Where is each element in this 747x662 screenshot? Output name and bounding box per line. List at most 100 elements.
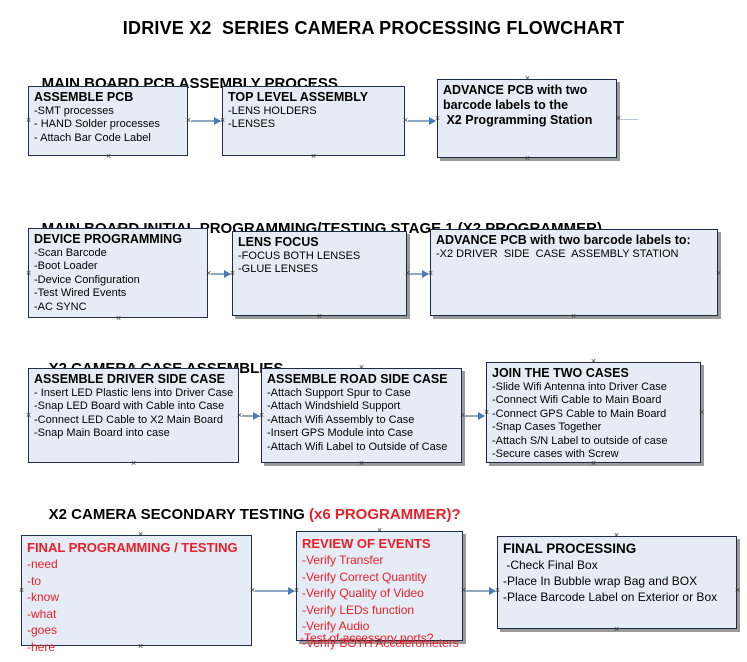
resize-handle-top[interactable]	[358, 364, 365, 371]
box-line: -Snap Main Board into case	[34, 427, 170, 440]
box-line: -Verify Correct Quantity	[302, 569, 427, 584]
connector-driver-side-to-road-side	[242, 412, 260, 420]
resize-handle-top[interactable]	[376, 527, 383, 534]
box-header: JOIN THE TWO CASES	[492, 366, 629, 380]
resize-handle-top[interactable]	[105, 82, 112, 89]
box-line: -Attach Support Spur to Case	[267, 387, 411, 399]
resize-handle-bottom[interactable]	[358, 460, 365, 467]
resize-handle-left[interactable]	[494, 587, 501, 594]
box-header: ASSEMBLE ROAD SIDE CASE	[267, 372, 448, 386]
section-heading-text: X2 CAMERA SECONDARY TESTING	[48, 506, 309, 523]
box-lens-focus[interactable]: LENS FOCUS -FOCUS BOTH LENSES -GLUE LENS…	[232, 231, 407, 316]
resize-handle-left[interactable]	[18, 587, 25, 594]
box-line: -need	[27, 557, 58, 571]
box-header: ASSEMBLE DRIVER SIDE CASE	[34, 372, 226, 386]
box-header: LENS FOCUS	[238, 235, 319, 249]
box-line: -Insert GPS Module into Case	[267, 427, 414, 440]
box-line: -X2 DRIVER SIDE CASE ASSEMBLY STATION	[436, 248, 679, 260]
box-join-the-two-cases[interactable]: JOIN THE TWO CASES -Slide Wifi Antenna i…	[486, 362, 701, 463]
box-line: -Snap LED Board with Cable into Case	[34, 400, 225, 413]
section-heading-x2-camera-secondary-testing: X2 CAMERA SECONDARY TESTING (x6 PROGRAMM…	[32, 489, 461, 540]
resize-handle-top[interactable]	[613, 532, 620, 539]
box-line: -here	[27, 639, 56, 654]
resize-handle-bottom[interactable]	[310, 153, 317, 160]
resize-handle-left[interactable]	[427, 270, 434, 277]
resize-handle-top[interactable]	[590, 358, 597, 365]
box-assemble-pcb[interactable]: ASSEMBLE PCB -SMT processes - HAND Solde…	[28, 86, 188, 156]
box-advance-pcb-to-x2-programming-station[interactable]: ADVANCE PCB with two barcode labels to t…	[437, 79, 617, 158]
box-header: DEVICE PROGRAMMING	[34, 232, 182, 246]
box-top-level-assembly[interactable]: TOP LEVEL ASSEMBLY -LENS HOLDERS -LENSES	[222, 86, 405, 156]
resize-handle-right[interactable]	[698, 409, 705, 416]
resize-handle-top[interactable]	[310, 82, 317, 89]
resize-handle-right[interactable]	[715, 270, 722, 277]
box-line: -Attach Wifi Label to Outside of Case	[267, 440, 448, 453]
box-line: -Connect Wifi Cable to Main Board	[492, 394, 662, 407]
connector-lens-focus-to-advance-pcb	[410, 270, 429, 278]
box-line: - HAND Solder processes	[34, 118, 160, 131]
connector-road-side-to-join-cases	[465, 412, 485, 420]
box-line: -Verify BOTH Accelerometers	[302, 635, 459, 650]
box-line: - Insert LED Plastic lens into Driver Ca…	[34, 387, 234, 399]
resize-handle-left[interactable]	[25, 270, 32, 277]
box-line: -LENSES	[228, 118, 276, 131]
resize-handle-right[interactable]	[734, 587, 741, 594]
resize-handle-bottom[interactable]	[316, 313, 323, 320]
box-line: -Slide Wifi Antenna into Driver Case	[492, 381, 667, 393]
box-final-programming-testing[interactable]: FINAL PROGRAMMING / TESTING -need -to -k…	[21, 535, 252, 654]
resize-handle-left[interactable]	[25, 117, 32, 124]
resize-handle-top[interactable]	[137, 531, 144, 538]
resize-handle-bottom[interactable]	[590, 460, 597, 467]
connector-device-programming-to-lens-focus	[211, 270, 231, 278]
resize-handle-bottom[interactable]	[137, 643, 144, 650]
resize-handle-top[interactable]	[130, 364, 137, 371]
resize-handle-left[interactable]	[434, 115, 441, 122]
resize-handle-top[interactable]	[115, 224, 122, 231]
box-line: -Place In Bubble wrap Bag and BOX	[503, 574, 698, 588]
box-line: -Test Wired Events	[34, 287, 127, 300]
resize-handle-top[interactable]	[570, 225, 577, 232]
box-assemble-road-side-case[interactable]: ASSEMBLE ROAD SIDE CASE -Attach Support …	[261, 368, 462, 463]
resize-handle-bottom[interactable]	[570, 313, 577, 320]
resize-handle-bottom[interactable]	[130, 460, 137, 467]
box-line: -Attach S/N Label to outside of case	[492, 434, 668, 447]
resize-handle-left[interactable]	[219, 117, 226, 124]
box-line: -Check Final Box	[503, 558, 598, 572]
resize-handle-left[interactable]	[229, 270, 236, 277]
box-line: -Snap Cases Together	[492, 421, 602, 434]
resize-handle-bottom[interactable]	[376, 638, 383, 645]
box-header: ADVANCE PCB with two	[443, 83, 588, 97]
box-line: -to	[27, 573, 42, 588]
connector-review-of-events-to-final-processing	[466, 587, 496, 595]
resize-handle-left[interactable]	[258, 412, 265, 419]
box-line: -Attach Windshield Support	[267, 400, 401, 413]
box-line: -SMT processes	[34, 105, 114, 117]
box-line: -Attach Wifi Assembly to Case	[267, 413, 415, 426]
resize-handle-left[interactable]	[483, 409, 490, 416]
box-line: barcode labels to the	[443, 98, 569, 112]
resize-handle-left[interactable]	[293, 587, 300, 594]
box-review-of-events[interactable]: REVIEW OF EVENTS -Verify Transfer -Verif…	[296, 531, 463, 650]
resize-handle-top[interactable]	[524, 75, 531, 82]
box-line: -Place Barcode Label on Exterior or Box	[503, 590, 718, 604]
connector-top-level-assembly-to-advance-pcb	[408, 117, 436, 125]
resize-handle-bottom[interactable]	[115, 315, 122, 322]
resize-handle-bottom[interactable]	[613, 626, 620, 633]
box-line: X2 Programming Station	[443, 113, 593, 127]
resize-handle-top[interactable]	[316, 227, 323, 234]
resize-handle-left[interactable]	[25, 412, 32, 419]
box-line: -GLUE LENSES	[238, 263, 319, 276]
resize-handle-bottom[interactable]	[105, 153, 112, 160]
resize-handle-bottom[interactable]	[524, 155, 531, 162]
section-heading-accent: (x6 PROGRAMMER)?	[308, 506, 461, 523]
box-line: -Verify Audio	[302, 619, 370, 633]
box-device-programming[interactable]: DEVICE PROGRAMMING -Scan Barcode -Boot L…	[28, 228, 208, 318]
box-line: -LENS HOLDERS	[228, 105, 317, 117]
box-header: TOP LEVEL ASSEMBLY	[228, 90, 369, 104]
box-final-processing[interactable]: FINAL PROCESSING -Check Final Box -Place…	[497, 536, 737, 629]
connector-assemble-pcb-to-top-level-assembly	[191, 117, 221, 125]
connector-tail	[620, 119, 638, 120]
box-assemble-driver-side-case[interactable]: ASSEMBLE DRIVER SIDE CASE - Insert LED P…	[28, 368, 239, 463]
box-advance-pcb-to-driver-side-case-station[interactable]: ADVANCE PCB with two barcode labels to: …	[430, 229, 718, 316]
box-header: ASSEMBLE PCB	[34, 90, 134, 104]
